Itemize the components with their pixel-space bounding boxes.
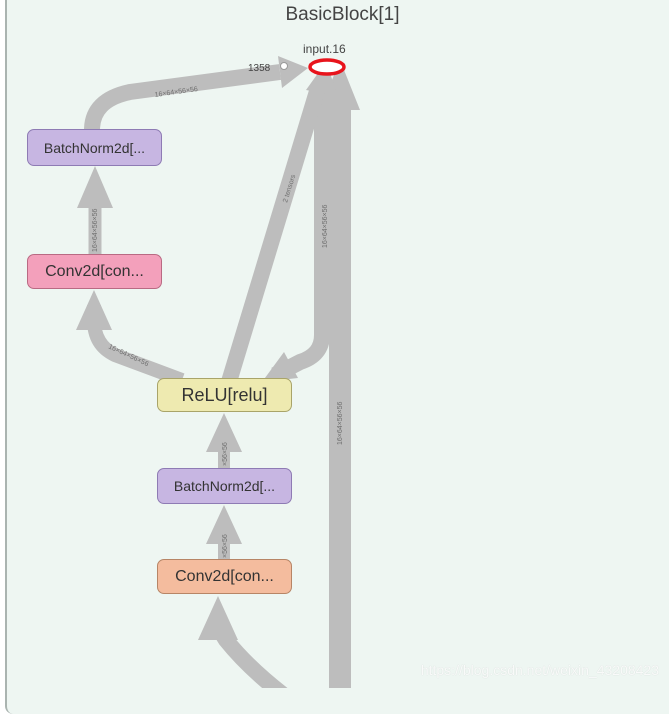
output-node-ring[interactable] xyxy=(308,58,346,76)
relu-node[interactable]: ReLU[relu] xyxy=(157,378,292,412)
block-title: BasicBlock[1] xyxy=(285,4,400,25)
edge-layer: 16×64×56×56 16×64×56×56 16×64×56×56 2 te… xyxy=(76,42,360,688)
arrowhead-input-convbot xyxy=(198,596,238,640)
edge-relu-to-conv[interactable] xyxy=(87,305,185,387)
batchnorm-mid-label: BatchNorm2d[... xyxy=(173,478,276,494)
edge-bn-to-output[interactable] xyxy=(84,64,282,131)
conv2d-bottom-node[interactable]: Conv2d[con... xyxy=(157,559,292,594)
arrowhead-convbot-bnmid xyxy=(206,505,242,544)
arrowhead-relu-output xyxy=(306,62,338,96)
edge-label-conv-bnmid: ×56×56 xyxy=(222,534,229,558)
arrowhead-bnmid-relu xyxy=(206,413,242,452)
watermark-text: https://blog.csdn.net/weixin_43208423 xyxy=(420,662,659,678)
arrowhead-bn-output xyxy=(278,56,308,88)
edge-label-bn-relu: ×56×56 xyxy=(222,442,229,466)
batchnorm-top-label: BatchNorm2d[... xyxy=(43,139,146,156)
relu-label: ReLU[relu] xyxy=(181,384,268,405)
conv2d-top-node[interactable]: Conv2d[con... xyxy=(27,254,162,289)
arrowhead-skip-relu xyxy=(262,352,298,382)
conv2d-bottom-label: Conv2d[con... xyxy=(175,567,274,585)
edge-relu-to-output[interactable] xyxy=(220,85,326,388)
output-node-label: input.16 xyxy=(303,42,346,56)
batchnorm-top-node[interactable]: BatchNorm2d[... xyxy=(27,129,162,166)
output-count-dot xyxy=(280,62,288,70)
edge-label-skip-output: 16×64×56×56 xyxy=(322,204,329,248)
edge-label-conv-bn: 16×64×56×56 xyxy=(92,208,99,252)
edge-label-skip-main: 16×64×56×56 xyxy=(337,401,344,445)
batchnorm-mid-node[interactable]: BatchNorm2d[... xyxy=(157,468,292,504)
arrowhead-conv-bn xyxy=(77,166,113,208)
arrowhead-relu-conv xyxy=(76,290,112,330)
conv2d-top-label: Conv2d[con... xyxy=(45,262,144,280)
edge-skip-to-relu[interactable] xyxy=(271,92,330,383)
output-node-count: 1358 xyxy=(248,63,271,74)
